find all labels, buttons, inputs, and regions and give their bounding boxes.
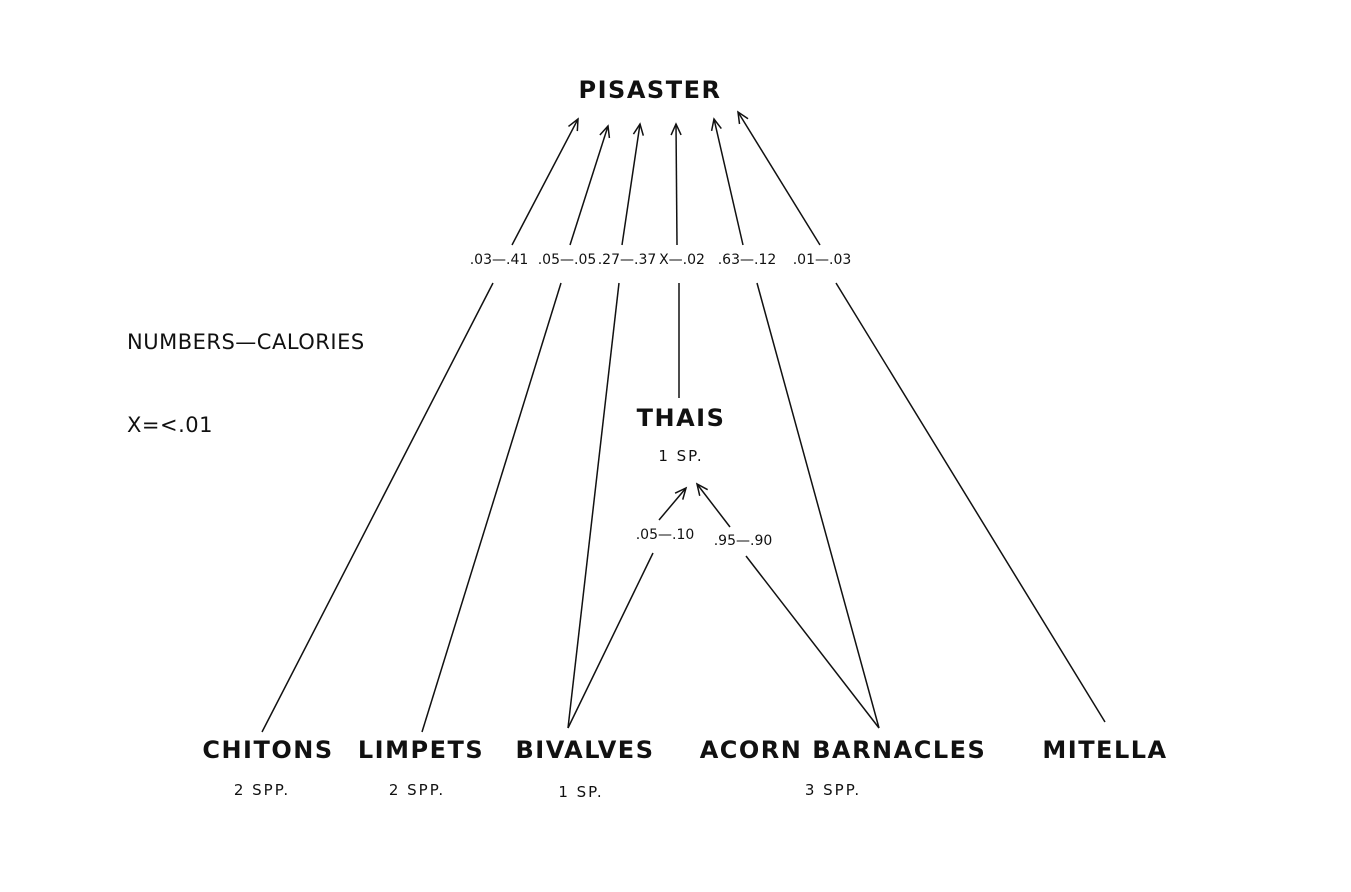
node-limpets-title: LIMPETS <box>358 736 484 764</box>
edge-label-barnacles-pisaster: .63—.12 <box>718 252 777 268</box>
edge-line-bivalves-pisaster-lower <box>567 282 620 729</box>
edge-line-bivalves-thais-lower <box>567 552 654 729</box>
edge-line-mitella-pisaster-lower <box>835 282 1106 723</box>
arrowhead-mitella-pisaster <box>737 110 749 125</box>
node-barnacles-title: ACORN BARNACLES <box>700 736 987 764</box>
legend-numbers-calories: NUMBERS—CALORIES <box>127 330 365 354</box>
edge-label-bivalves-pisaster: .27—.37 <box>598 252 657 268</box>
arrowhead-bivalves-thais <box>674 486 688 500</box>
node-thais-title: THAIS <box>637 404 726 432</box>
edge-line-barnacles-thais-lower <box>745 555 880 729</box>
edges-layer <box>261 110 1106 733</box>
node-chitons-title: CHITONS <box>202 736 333 764</box>
arrowhead-bivalves-pisaster <box>632 122 645 136</box>
node-chitons-sub: 2 SPP. <box>234 781 290 799</box>
node-barnacles-sub: 3 SPP. <box>805 781 861 799</box>
node-bivalves-title: BIVALVES <box>516 736 655 764</box>
node-thais-sub: 1 SP. <box>658 447 703 465</box>
edge-line-limpets-pisaster-upper <box>569 125 609 246</box>
arrowhead-barnacles-pisaster <box>710 117 722 131</box>
edge-line-barnacles-pisaster-upper <box>713 118 744 246</box>
arrowhead-limpets-pisaster <box>599 124 611 139</box>
edge-line-thais-pisaster-upper <box>675 123 678 246</box>
edge-line-barnacles-thais-upper <box>696 483 731 528</box>
edge-label-mitella-pisaster: .01—.03 <box>793 252 852 268</box>
edge-line-chitons-pisaster-lower <box>261 282 494 733</box>
node-limpets-sub: 2 SPP. <box>389 781 445 799</box>
arrowhead-chitons-pisaster <box>568 117 579 132</box>
node-bivalves-sub: 1 SP. <box>558 783 603 801</box>
edge-line-barnacles-pisaster-lower <box>756 282 880 729</box>
edge-label-barnacles-thais: .95—.90 <box>714 533 773 549</box>
node-mitella-title: MITELLA <box>1042 736 1167 764</box>
edge-label-limpets-pisaster: .05—.05 <box>538 252 597 268</box>
edge-line-bivalves-pisaster-upper <box>621 123 641 246</box>
edge-line-chitons-pisaster-upper <box>511 118 579 246</box>
legend-x-definition: X=<.01 <box>127 413 213 437</box>
edge-line-limpets-pisaster-lower <box>421 282 562 733</box>
node-pisaster-title: PISASTER <box>579 76 722 104</box>
edge-line-mitella-pisaster-upper <box>737 111 821 246</box>
arrowhead-barnacles-thais <box>695 482 709 496</box>
edge-label-bivalves-thais: .05—.10 <box>636 527 695 543</box>
edge-label-chitons-pisaster: .03—.41 <box>470 252 529 268</box>
edge-line-bivalves-thais-upper <box>658 487 687 521</box>
edge-label-thais-pisaster: X—.02 <box>659 252 705 268</box>
arrowhead-thais-pisaster <box>670 122 682 136</box>
